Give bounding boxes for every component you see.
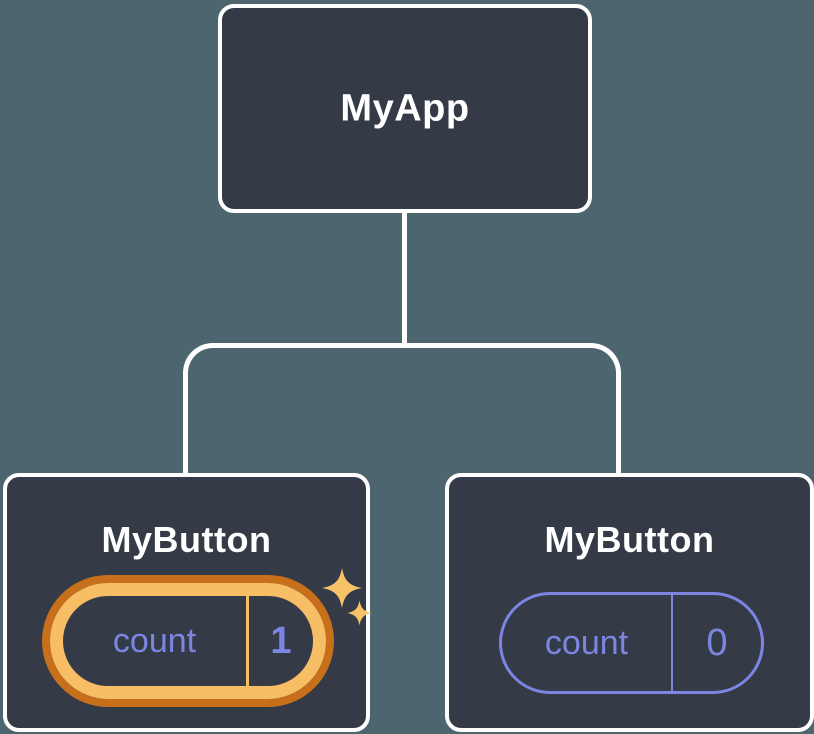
node-mybutton-left: MyButton count 1 (3, 473, 372, 732)
state-pill-highlighted: count 1 (50, 583, 326, 699)
connector-bracket (183, 343, 621, 475)
node-mybutton-right: MyButton count 0 (445, 473, 814, 732)
state-value: 0 (706, 621, 728, 664)
state-pill: count 0 (499, 592, 764, 694)
node-label: MyApp (340, 87, 470, 129)
state-name: count (112, 621, 197, 660)
state-value: 1 (270, 619, 292, 662)
node-label: MyButton (101, 519, 272, 560)
node-label: MyButton (544, 519, 715, 560)
state-name: count (544, 623, 629, 662)
node-myapp: MyApp (218, 4, 592, 213)
connector-stem (402, 211, 407, 347)
sparkle-small-icon (347, 600, 372, 626)
sparkle-large-icon (322, 567, 362, 609)
pill-divider (671, 595, 673, 691)
pill-divider (246, 596, 249, 686)
